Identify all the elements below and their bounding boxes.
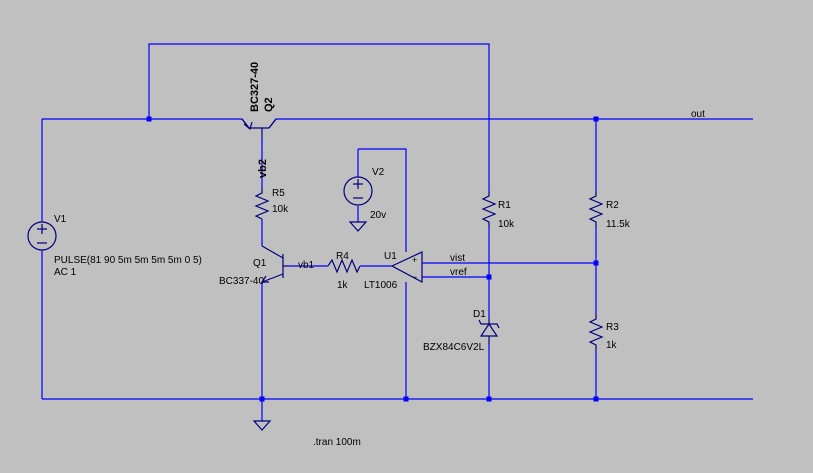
r5-ref-label: R5 (272, 188, 285, 199)
junction-dots (146, 116, 599, 402)
v1-value-label: PULSE(81 90 5m 5m 5m 5m 0 5) (54, 255, 202, 266)
q1-ref-label: Q1 (253, 258, 267, 269)
u1-plus-sign: + (412, 255, 417, 265)
net-label-vb1: vb1 (298, 260, 315, 271)
d1-zener-diode[interactable] (478, 318, 500, 344)
r4-resistor[interactable] (327, 258, 361, 274)
q2-pnp-transistor[interactable] (241, 118, 277, 138)
u1-ref-label: U1 (384, 251, 397, 262)
net-label-vb2: vb2 (257, 159, 269, 178)
q2-model-label: BC327-40 (249, 62, 261, 112)
r2-resistor[interactable] (588, 191, 604, 227)
r3-resistor[interactable] (588, 314, 604, 350)
net-label-vref: vref (450, 267, 467, 278)
d1-model-label: BZX84C6V2L (423, 342, 485, 353)
v2-ground-symbol (348, 221, 368, 232)
u1-minus-sign: − (412, 272, 417, 282)
r4-ref-label: R4 (336, 251, 349, 262)
spice-directive[interactable]: .tran 100m (313, 437, 361, 448)
d1-ref-label: D1 (473, 309, 486, 320)
net-label-out: out (691, 109, 705, 120)
r5-resistor[interactable] (254, 188, 270, 220)
u1-opamp[interactable]: + − (390, 251, 423, 283)
net-label-vist: vist (450, 253, 465, 264)
r1-value-label: 10k (498, 219, 515, 230)
r1-ref-label: R1 (498, 200, 511, 211)
r1-resistor[interactable] (481, 191, 497, 227)
u1-model-label: LT1006 (364, 280, 398, 291)
r4-value-label: 1k (337, 280, 349, 291)
v2-voltage-source[interactable] (343, 176, 373, 206)
main-ground-symbol (252, 420, 272, 431)
r3-ref-label: R3 (606, 322, 619, 333)
r2-value-label: 11.5k (606, 219, 631, 230)
v1-voltage-source[interactable] (27, 221, 57, 251)
q1-npn-transistor[interactable] (260, 245, 289, 283)
v2-value-label: 20v (370, 210, 386, 221)
v2-ref-label: V2 (372, 167, 385, 178)
v1-ref-label: V1 (54, 214, 67, 225)
wires (41, 43, 753, 421)
q2-ref-label: Q2 (263, 97, 275, 112)
r5-value-label: 10k (272, 204, 289, 215)
v1-ac-label: AC 1 (54, 267, 77, 278)
r3-value-label: 1k (606, 340, 618, 351)
r2-ref-label: R2 (606, 200, 619, 211)
q1-model-label: BC337-40 (219, 276, 264, 287)
